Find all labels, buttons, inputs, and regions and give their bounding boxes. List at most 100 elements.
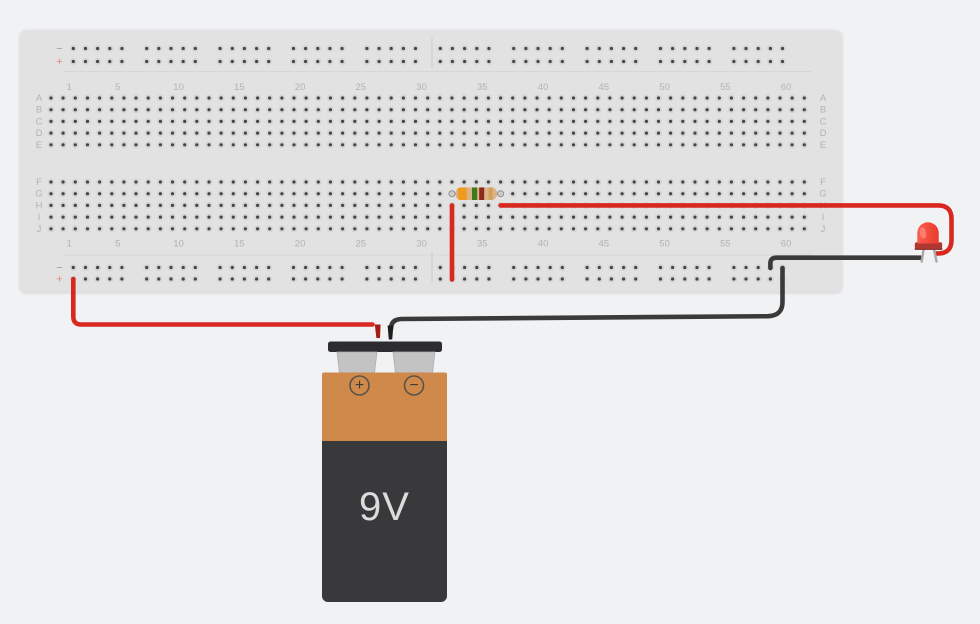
breadboard-hole[interactable] — [314, 275, 322, 283]
breadboard-hole[interactable] — [620, 275, 627, 283]
breadboard-hole[interactable] — [278, 94, 286, 102]
breadboard-hole[interactable] — [253, 275, 261, 283]
breadboard-hole[interactable] — [691, 178, 699, 186]
breadboard-hole[interactable] — [71, 225, 79, 233]
breadboard-hole[interactable] — [655, 178, 662, 186]
breadboard-hole[interactable] — [375, 141, 383, 149]
breadboard-hole[interactable] — [363, 141, 371, 149]
breadboard-hole[interactable] — [108, 141, 116, 149]
breadboard-hole[interactable] — [643, 190, 650, 198]
breadboard-hole[interactable] — [399, 190, 407, 198]
breadboard-hole[interactable] — [583, 264, 591, 271]
breadboard-hole[interactable] — [703, 94, 711, 102]
breadboard-hole[interactable] — [205, 129, 213, 137]
breadboard-hole[interactable] — [375, 178, 383, 186]
breadboard-hole[interactable] — [522, 264, 530, 271]
breadboard-hole[interactable] — [278, 190, 286, 198]
breadboard-hole[interactable] — [290, 190, 298, 198]
breadboard-hole[interactable] — [728, 178, 735, 186]
breadboard-hole[interactable] — [473, 45, 481, 52]
breadboard-hole[interactable] — [290, 94, 298, 102]
breadboard-hole[interactable] — [363, 178, 371, 186]
breadboard-hole[interactable] — [534, 264, 542, 271]
breadboard-hole[interactable] — [339, 94, 347, 102]
breadboard-hole[interactable] — [620, 45, 627, 52]
breadboard-hole[interactable] — [667, 106, 674, 114]
breadboard-hole[interactable] — [461, 275, 469, 283]
breadboard-hole[interactable] — [681, 275, 689, 283]
wire-battery-negative-to-rail[interactable] — [388, 265, 785, 331]
breadboard-hole[interactable] — [181, 178, 189, 186]
breadboard-hole[interactable] — [546, 275, 554, 283]
breadboard-hole[interactable] — [314, 94, 322, 102]
breadboard-hole[interactable] — [108, 106, 116, 114]
breadboard-hole[interactable] — [399, 118, 407, 125]
breadboard-hole[interactable] — [545, 190, 553, 198]
breadboard-hole[interactable] — [788, 118, 796, 125]
breadboard-hole[interactable] — [752, 178, 760, 186]
breadboard-hole[interactable] — [155, 58, 163, 65]
breadboard-hole[interactable] — [290, 118, 298, 125]
breadboard-hole[interactable] — [59, 141, 67, 149]
breadboard-hole[interactable] — [229, 178, 237, 186]
breadboard-hole[interactable] — [106, 45, 114, 52]
breadboard-hole[interactable] — [779, 58, 786, 65]
breadboard-hole[interactable] — [228, 45, 236, 52]
breadboard-hole[interactable] — [216, 45, 224, 52]
breadboard-hole[interactable] — [448, 141, 456, 149]
wire-positive-rail-to-battery[interactable] — [71, 276, 375, 327]
breadboard-hole[interactable] — [59, 118, 67, 125]
breadboard-hole[interactable] — [181, 213, 189, 221]
breadboard-hole[interactable] — [643, 225, 650, 233]
breadboard-hole[interactable] — [363, 190, 371, 198]
breadboard-hole[interactable] — [387, 264, 395, 271]
breadboard-hole[interactable] — [703, 106, 711, 114]
breadboard-hole[interactable] — [351, 94, 359, 102]
breadboard-hole[interactable] — [169, 190, 176, 198]
breadboard-hole[interactable] — [630, 225, 638, 233]
breadboard-hole[interactable] — [691, 225, 699, 233]
breadboard-hole[interactable] — [94, 45, 101, 52]
breadboard-hole[interactable] — [266, 118, 274, 125]
breadboard-hole[interactable] — [351, 178, 359, 186]
breadboard-hole[interactable] — [667, 118, 674, 125]
breadboard-hole[interactable] — [779, 45, 786, 52]
breadboard-hole[interactable] — [278, 118, 286, 125]
breadboard-hole[interactable] — [290, 58, 297, 65]
breadboard-hole[interactable] — [155, 275, 163, 283]
breadboard-hole[interactable] — [193, 190, 201, 198]
breadboard-hole[interactable] — [606, 129, 614, 137]
breadboard-hole[interactable] — [776, 178, 784, 186]
breadboard-hole[interactable] — [96, 106, 103, 114]
breadboard-hole[interactable] — [120, 213, 128, 221]
breadboard-hole[interactable] — [764, 141, 772, 149]
breadboard-hole[interactable] — [217, 190, 225, 198]
breadboard-hole[interactable] — [472, 118, 480, 125]
breadboard-hole[interactable] — [169, 201, 176, 209]
breadboard-hole[interactable] — [108, 190, 116, 198]
breadboard-hole[interactable] — [71, 129, 79, 137]
breadboard-hole[interactable] — [521, 118, 529, 125]
breadboard-hole[interactable] — [436, 58, 444, 65]
breadboard-hole[interactable] — [326, 106, 334, 114]
breadboard-hole[interactable] — [752, 94, 760, 102]
breadboard-hole[interactable] — [302, 275, 310, 283]
breadboard-hole[interactable] — [339, 225, 347, 233]
breadboard-hole[interactable] — [71, 213, 79, 221]
breadboard-hole[interactable] — [290, 45, 297, 52]
breadboard-hole[interactable] — [460, 213, 468, 221]
breadboard-hole[interactable] — [412, 178, 419, 186]
breadboard-hole[interactable] — [788, 94, 796, 102]
breadboard-hole[interactable] — [290, 201, 298, 209]
breadboard-hole[interactable] — [472, 106, 480, 114]
breadboard-hole[interactable] — [509, 94, 517, 102]
breadboard-hole[interactable] — [156, 190, 164, 198]
breadboard-hole[interactable] — [118, 275, 126, 283]
breadboard-hole[interactable] — [205, 178, 213, 186]
battery-9v[interactable]: + − 9V — [322, 341, 447, 603]
breadboard-hole[interactable] — [387, 190, 395, 198]
breadboard-hole[interactable] — [47, 129, 55, 137]
breadboard-hole[interactable] — [290, 225, 298, 233]
led-red[interactable] — [914, 222, 943, 263]
breadboard-hole[interactable] — [278, 225, 286, 233]
